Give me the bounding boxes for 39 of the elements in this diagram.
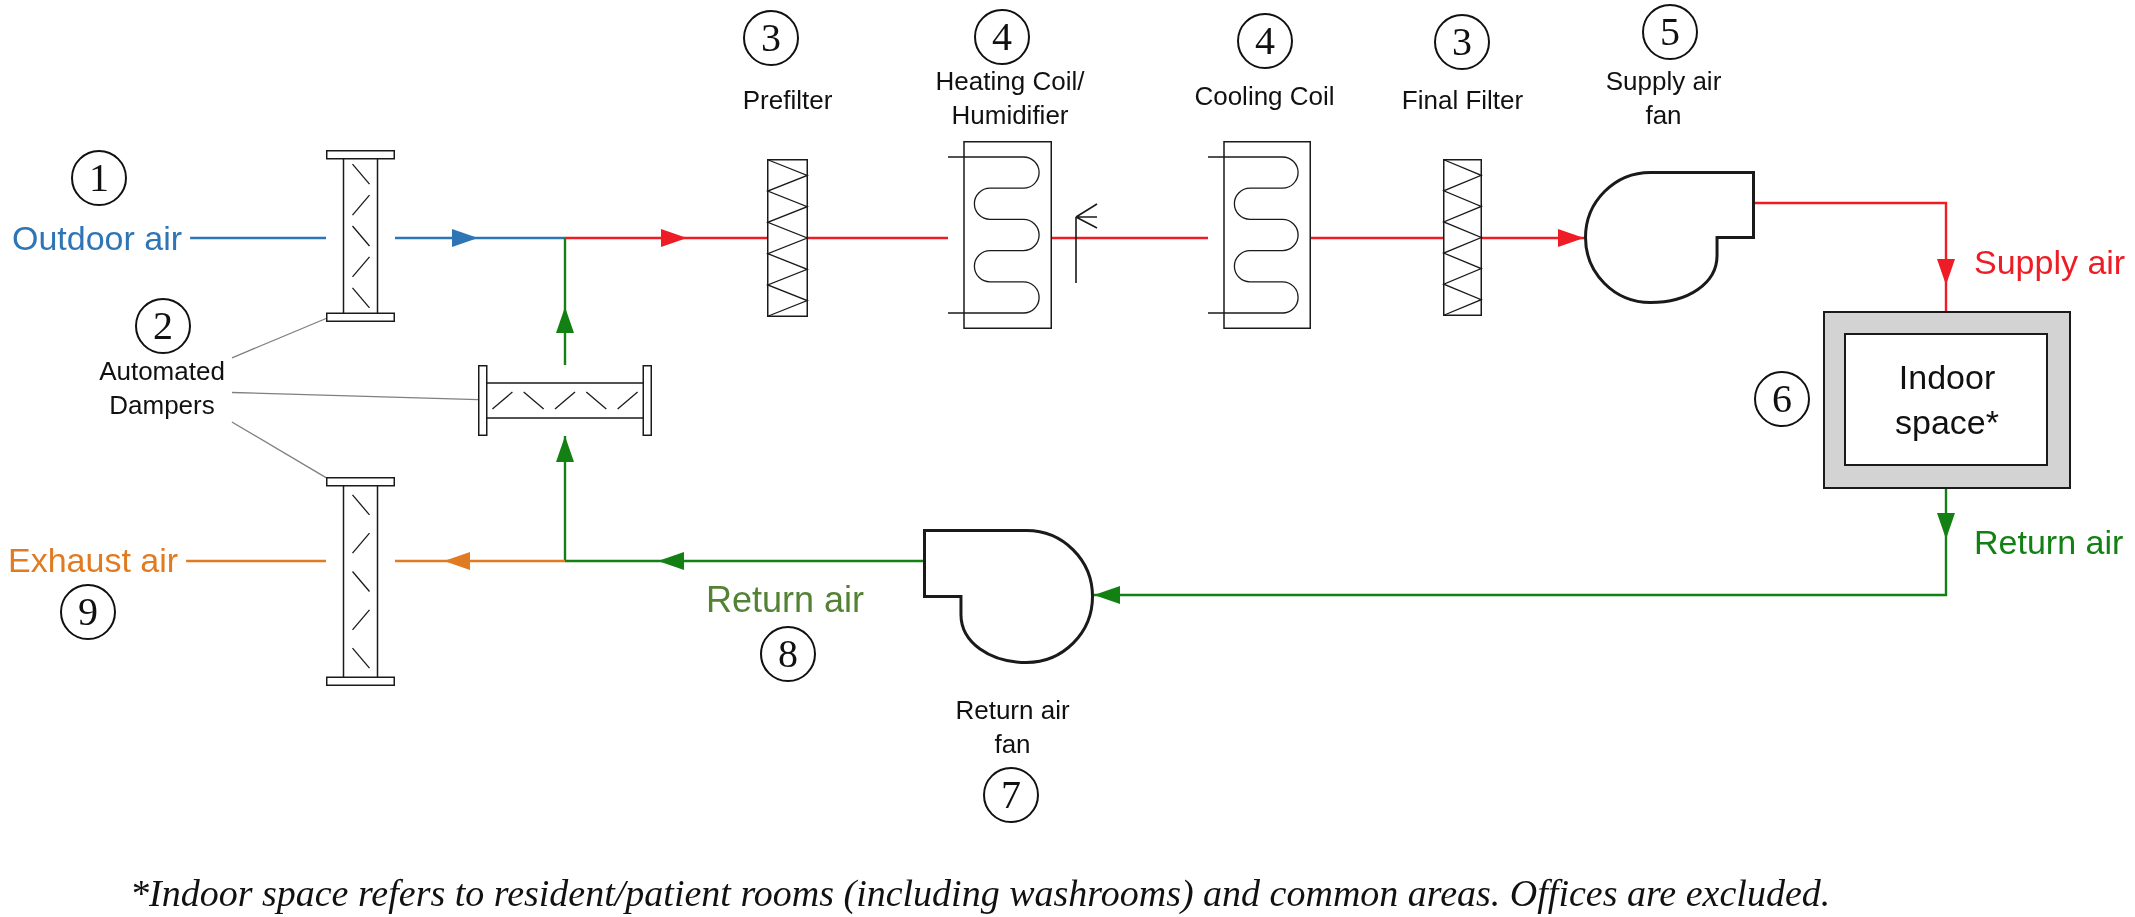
callout-number: 3 <box>743 10 799 66</box>
component-label: Prefilter <box>742 84 833 117</box>
component-label: Cooling Coil <box>1194 80 1335 113</box>
component-label: Automated Dampers <box>92 354 232 422</box>
damper-symbol <box>478 365 652 436</box>
callout-number: 1 <box>71 150 127 206</box>
leader-line <box>231 421 327 479</box>
callout-number: 5 <box>1642 4 1698 60</box>
damper-symbol <box>326 477 395 686</box>
arrow <box>556 436 574 561</box>
component-label: Final Filter <box>1401 84 1524 117</box>
caption: *Indoor space refers to resident/patient rooms (including washrooms) and common areas. Offices are excluded. <box>130 871 1831 915</box>
component-label: Supply air fan <box>1604 65 1723 132</box>
callout-number: 3 <box>1434 14 1490 70</box>
component-label: Return air fan <box>954 694 1071 761</box>
callout-number: 9 <box>60 584 116 640</box>
arrow <box>395 229 565 247</box>
callout-number: 8 <box>760 626 816 682</box>
callout-number: 2 <box>135 298 191 354</box>
room-box <box>1823 311 2071 489</box>
arrow <box>1755 201 1955 311</box>
callout-number: 7 <box>983 767 1039 823</box>
callout-number: 4 <box>974 9 1030 65</box>
arrow <box>1094 489 1948 604</box>
connector-line <box>186 559 326 563</box>
component-label: Heating Coil/ Humidifier <box>934 65 1086 132</box>
connector-line <box>1052 236 1208 240</box>
arrow <box>1482 229 1584 247</box>
connector-line <box>190 236 326 240</box>
callout-number: 6 <box>1754 371 1810 427</box>
damper-symbol <box>326 150 395 322</box>
callout-number: 4 <box>1237 13 1293 69</box>
leader-line <box>231 391 479 401</box>
flow-label: Exhaust air <box>8 540 187 580</box>
connector-line <box>1311 236 1443 240</box>
connector-line <box>808 236 948 240</box>
flow-label: Outdoor air <box>12 218 191 258</box>
leader-line <box>231 317 327 359</box>
room-label: Indoor space* <box>1894 357 2000 443</box>
